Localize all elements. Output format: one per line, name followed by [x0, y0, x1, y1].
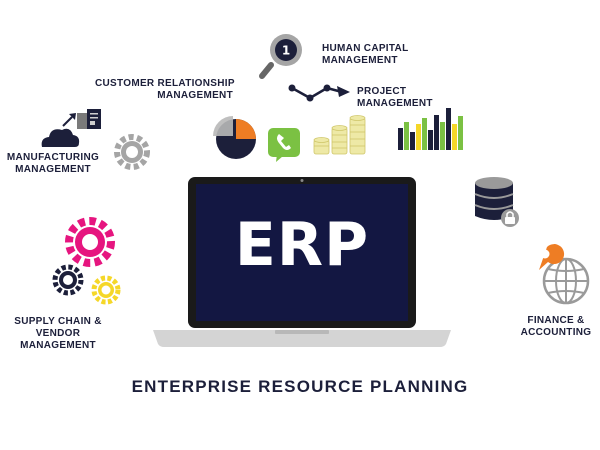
- diagram-title: ENTERPRISE RESOURCE PLANNING: [131, 377, 469, 396]
- line-chart-icon: [288, 84, 350, 102]
- label-customer-relationship: CUSTOMER RELATIONSHIP MANAGEMENT: [95, 78, 235, 101]
- cloud-icon: [41, 128, 80, 147]
- coins-icon: [313, 115, 366, 155]
- gear-icon: [65, 217, 115, 267]
- gear-icon: [91, 275, 121, 305]
- magnifier-badge-icon: 1: [259, 34, 302, 79]
- erp-screen-text: ERP: [234, 210, 370, 280]
- pie-chart-icon: [213, 116, 256, 159]
- label-human-capital: HUMAN CAPITAL MANAGEMENT: [322, 43, 409, 66]
- phone-dollar-icon: [268, 128, 300, 162]
- document-icon: [77, 109, 101, 129]
- gear-icon: [52, 264, 84, 296]
- globe-pin-icon: [539, 244, 590, 305]
- label-project: PROJECT MANAGEMENT: [357, 86, 433, 109]
- laptop-icon: [153, 177, 451, 347]
- database-lock-icon: [474, 177, 519, 227]
- label-finance: FINANCE & ACCOUNTING: [520, 315, 592, 338]
- label-supply-chain: SUPPLY CHAIN & VENDOR MANAGEMENT: [14, 316, 102, 351]
- bar-chart-icon: [398, 108, 463, 150]
- label-manufacturing: MANUFACTURING MANAGEMENT: [6, 152, 100, 175]
- svg-text:1: 1: [282, 44, 290, 58]
- gear-icon: [114, 134, 150, 170]
- arrow-icon: [62, 113, 76, 127]
